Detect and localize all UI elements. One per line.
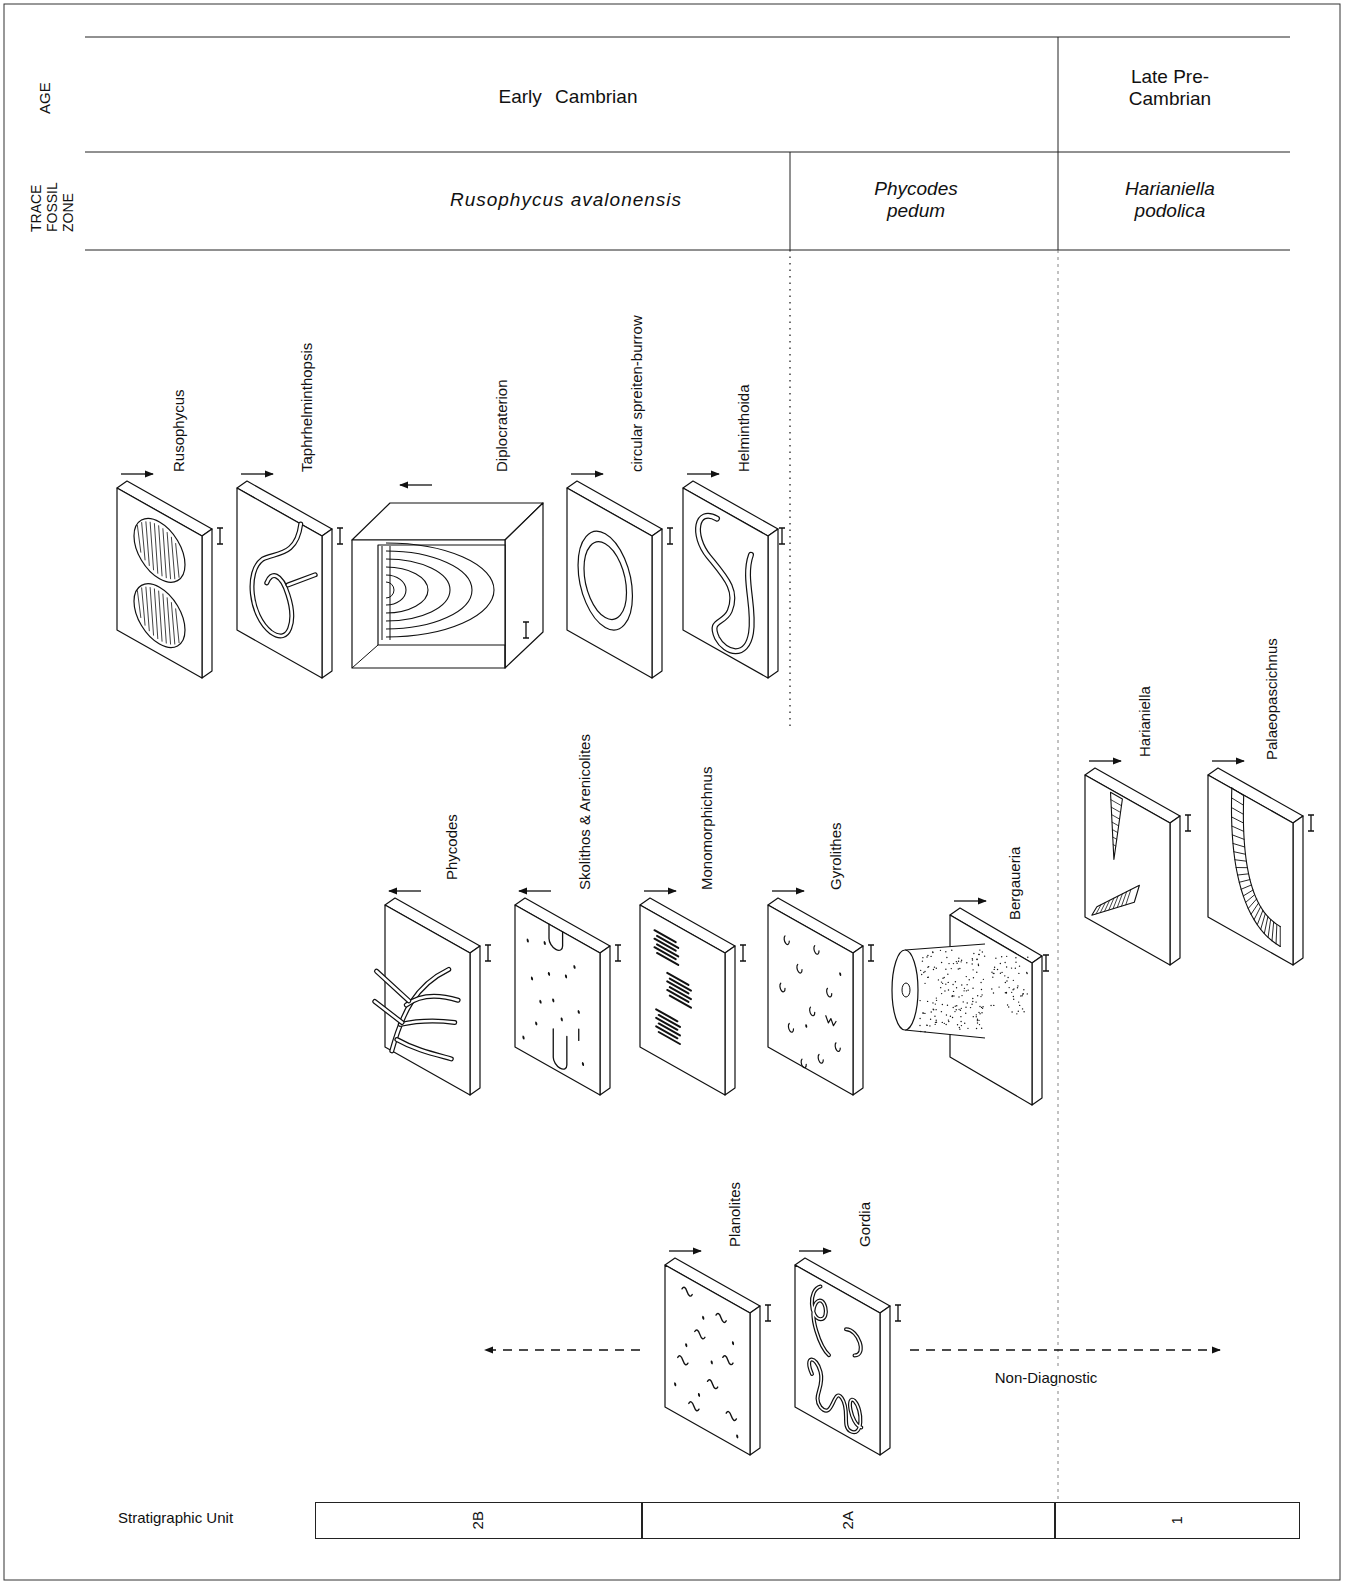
trace-fossil-block <box>683 481 778 678</box>
direction-arrow <box>669 1250 701 1251</box>
direction-arrow <box>400 484 432 485</box>
scale-bar <box>667 528 673 544</box>
trace-fossil-name: Gyrolithes <box>827 822 844 890</box>
range-note: Non-Diagnostic <box>992 1369 1101 1386</box>
trace-fossil-plug <box>892 944 1029 1038</box>
trace-fossil-block <box>352 503 543 668</box>
direction-arrow <box>389 890 421 891</box>
direction-arrow <box>571 473 603 474</box>
direction-arrow <box>954 900 986 901</box>
age-label: Early Cambrian <box>496 86 641 108</box>
trace-fossil-name: Palaeopascichnus <box>1263 638 1280 760</box>
range-arrow <box>910 1349 1220 1350</box>
zone-boundary-dotted <box>789 250 790 730</box>
trace-fossil-block <box>1085 768 1180 965</box>
direction-arrow <box>799 1250 831 1251</box>
direction-arrow <box>1089 760 1121 761</box>
scale-bar <box>1185 815 1191 831</box>
direction-arrow <box>519 890 551 891</box>
rule-line <box>85 152 1290 153</box>
trace-fossil-name: circular spreiten-burrow <box>628 315 645 472</box>
trace-fossil-name: Diplocraterion <box>493 379 510 472</box>
trace-fossil-name: Skolithos & Arenicolites <box>576 734 593 890</box>
trace-fossil-block <box>117 481 212 678</box>
scale-bar <box>868 945 874 961</box>
trace-fossil-name: Taphrhelminthopsis <box>298 343 315 472</box>
trace-fossil-block <box>375 898 480 1095</box>
trace-fossil-block <box>640 898 735 1095</box>
trace-fossil-name: Harianiella <box>1136 686 1153 757</box>
scale-bar <box>765 1305 771 1321</box>
trace-fossil-name: Planolites <box>726 1182 743 1247</box>
direction-arrow <box>687 473 719 474</box>
stratigraphic-unit-cell: 1 <box>1055 1502 1300 1539</box>
rule-line <box>85 250 1290 251</box>
zone-name: Harianiella podolica <box>1122 178 1218 222</box>
trace-fossil-name: Gordia <box>856 1202 873 1247</box>
scale-bar <box>485 945 491 961</box>
stratigraphic-unit-cell: 2A <box>642 1502 1055 1539</box>
row-heading: AGE <box>36 82 53 114</box>
trace-fossil-name: Phycodes <box>443 814 460 880</box>
zone-boundary-dashed <box>1058 250 1059 1502</box>
scale-bar <box>1043 955 1049 971</box>
scale-bar <box>779 528 785 544</box>
age-label: Late Pre- Cambrian <box>1126 66 1214 110</box>
unit-number: 1 <box>1169 1516 1186 1524</box>
trace-fossil-block <box>515 898 610 1095</box>
scale-bar <box>217 528 223 544</box>
direction-arrow <box>121 473 153 474</box>
scale-bar <box>895 1305 901 1321</box>
scale-bar <box>337 528 343 544</box>
axis-title: Stratigraphic Unit <box>118 1509 233 1526</box>
direction-arrow <box>241 473 273 474</box>
stratigraphic-unit-cell: 2B <box>315 1502 642 1539</box>
scale-bar <box>615 945 621 961</box>
range-arrow <box>485 1349 640 1350</box>
scale-bar <box>523 622 529 638</box>
unit-number: 2B <box>470 1511 487 1529</box>
trace-fossil-name: Rusophycus <box>170 389 187 472</box>
direction-arrow <box>644 890 676 891</box>
trace-fossil-block <box>1208 768 1303 965</box>
trace-fossil-name: Monomorphichnus <box>698 767 715 890</box>
scale-bar <box>1308 815 1314 831</box>
direction-arrow <box>1212 760 1244 761</box>
trace-fossil-block <box>795 1258 890 1455</box>
row-heading: TRACE FOSSIL ZONE <box>28 183 76 232</box>
zone-name: Rusophycus avalonensis <box>447 189 685 211</box>
trace-fossil-name: Helminthoida <box>735 384 752 472</box>
trace-fossil-block <box>768 898 863 1095</box>
trace-fossil-name: Bergaueria <box>1006 847 1023 920</box>
rule-line <box>85 37 1290 38</box>
unit-number: 2A <box>840 1511 857 1529</box>
column-divider <box>790 152 791 250</box>
scale-bar <box>740 945 746 961</box>
zone-name: Phycodes pedum <box>871 178 960 222</box>
trace-fossil-block <box>237 481 332 678</box>
figure-frame <box>4 4 1340 1580</box>
direction-arrow <box>772 890 804 891</box>
column-divider <box>1058 37 1059 250</box>
trace-fossil-block <box>567 481 662 678</box>
trace-fossil-block <box>665 1258 760 1455</box>
